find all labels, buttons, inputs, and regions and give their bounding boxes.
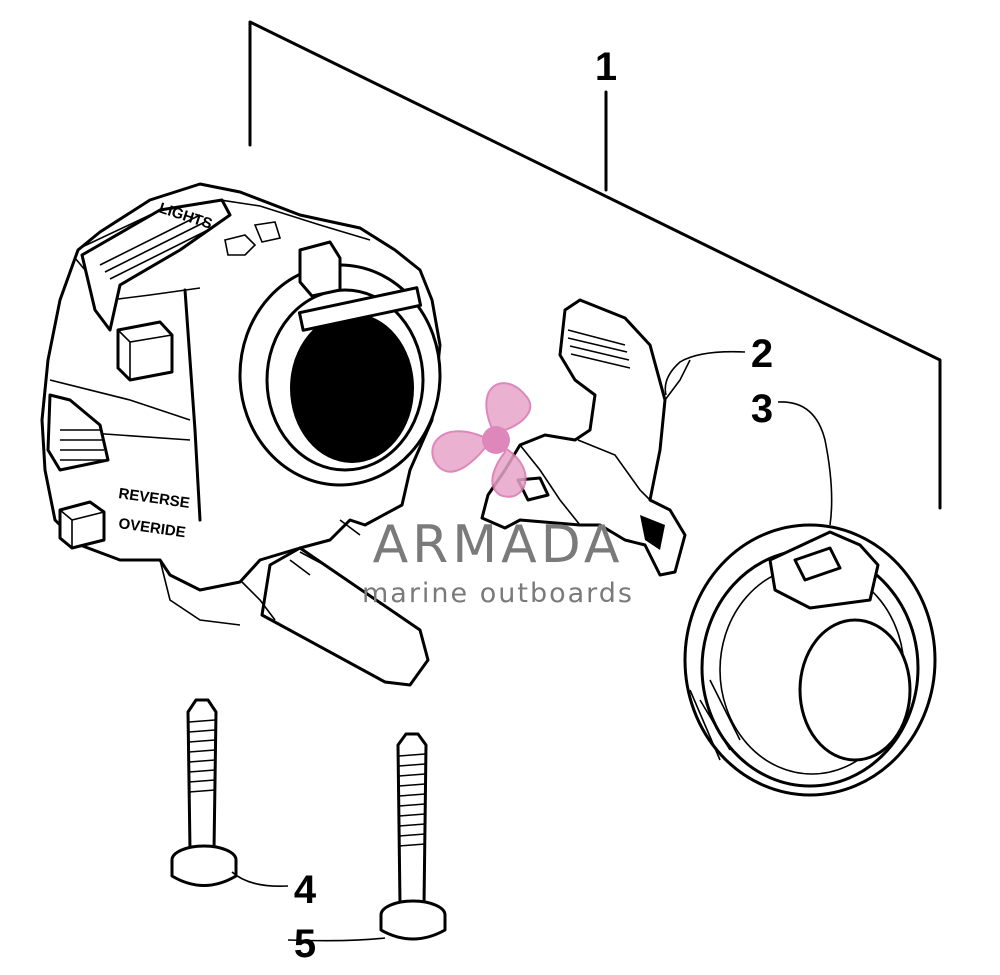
assembly-bracket — [248, 20, 942, 510]
watermark-tagline: marine outboards — [362, 578, 634, 609]
part-4-screw — [170, 698, 238, 887]
switch-housing — [40, 182, 442, 626]
armada-logo — [431, 382, 532, 498]
part-5-screw — [379, 732, 447, 941]
callout-4: 4 — [294, 868, 317, 912]
callout-1: 1 — [595, 45, 617, 89]
callout-3: 3 — [751, 387, 773, 431]
callout-2: 2 — [751, 332, 773, 376]
part-2-lever — [480, 298, 691, 577]
handlebar-stub — [239, 546, 430, 687]
propeller-icon — [485, 382, 532, 437]
watermark-brand: ARMADA — [373, 515, 624, 575]
part-3-collar — [683, 523, 937, 797]
leader-lines — [231, 350, 833, 942]
callout-5: 5 — [294, 922, 316, 966]
